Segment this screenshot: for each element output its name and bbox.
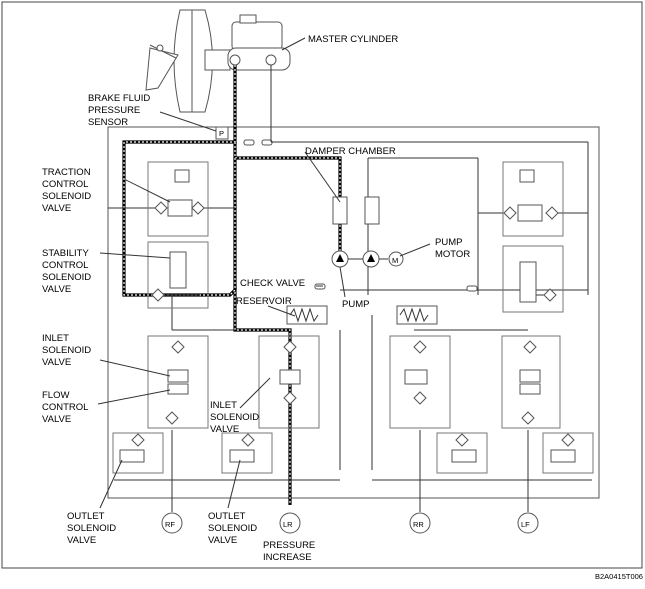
label-outlet-left-3: VALVE	[67, 535, 96, 546]
outlet-module-rr	[436, 432, 488, 474]
outer-frame	[1, 1, 643, 569]
traction-valve-left	[147, 161, 209, 237]
label-pressure-1: PRESSURE	[263, 540, 315, 551]
label-outlet-mid-1: OUTLET	[208, 511, 246, 522]
label-outlet-left-2: SOLENOID	[67, 523, 116, 534]
outlet-module-rf	[112, 432, 164, 474]
inlet-module-rf	[147, 335, 209, 429]
label-traction-3: SOLENOID	[42, 191, 91, 202]
label-brake-fluid-3: SENSOR	[88, 117, 128, 128]
wheel-rf	[161, 512, 183, 534]
stability-valve-right	[502, 245, 564, 313]
wheel-lf-label: LF	[521, 520, 530, 529]
label-brake-fluid-2: PRESSURE	[88, 105, 140, 116]
hcu-housing	[107, 126, 600, 499]
pump-motor-letter: M	[392, 256, 398, 265]
brake-booster	[145, 9, 231, 113]
label-flow-3: VALVE	[42, 414, 71, 425]
pressure-sensor-letter: P	[219, 129, 224, 138]
stability-valve-left	[147, 241, 209, 309]
label-inlet-mid-1: INLET	[210, 400, 237, 411]
label-inlet-left-1: INLET	[42, 333, 69, 344]
label-stability-2: CONTROL	[42, 260, 88, 271]
label-damper-chamber: DAMPER CHAMBER	[305, 146, 396, 157]
circuit-lines	[108, 65, 592, 512]
label-stability-3: SOLENOID	[42, 272, 91, 283]
wheel-lf	[517, 512, 539, 534]
pressure-sensor-box	[215, 126, 229, 140]
inlet-module-rr	[389, 335, 451, 429]
label-flow-1: FLOW	[42, 390, 69, 401]
label-reservoir: RESERVOIR	[236, 296, 292, 307]
sensor-port-1	[243, 139, 255, 146]
outlet-module-lf	[542, 432, 594, 474]
label-stability-4: VALVE	[42, 284, 71, 295]
label-inlet-mid-2: SOLENOID	[210, 412, 259, 423]
label-pressure-2: INCREASE	[263, 552, 312, 563]
label-pump-motor-1: PUMP	[435, 237, 462, 248]
label-traction-1: TRACTION	[42, 167, 91, 178]
hydraulic-lines	[122, 65, 342, 505]
wheel-rr-label: RR	[413, 520, 424, 529]
figure-code: B2A0415T006	[595, 572, 643, 581]
check-valve-right	[466, 285, 478, 292]
label-check-valve: CHECK VALVE	[240, 278, 305, 289]
wheel-lr-label: LR	[283, 520, 293, 529]
label-brake-fluid-1: BRAKE FLUID	[88, 93, 150, 104]
label-master-cylinder: MASTER CYLINDER	[308, 34, 398, 45]
outlet-module-lr	[221, 432, 273, 474]
label-inlet-left-2: SOLENOID	[42, 345, 91, 356]
leader-lines	[97, 151, 431, 509]
label-pump-motor-2: MOTOR	[435, 249, 470, 260]
wheel-rr	[409, 512, 431, 534]
wheel-lr	[279, 512, 301, 534]
inlet-module-lf	[501, 335, 561, 429]
label-outlet-left-1: OUTLET	[67, 511, 105, 522]
label-inlet-mid-3: VALVE	[210, 424, 239, 435]
damper-chamber-right	[364, 196, 380, 225]
label-outlet-mid-2: SOLENOID	[208, 523, 257, 534]
wheel-rf-label: RF	[165, 520, 175, 529]
label-stability-1: STABILITY	[42, 248, 89, 259]
label-pump: PUMP	[342, 299, 369, 310]
inlet-module-lr	[258, 335, 320, 429]
damper-chamber-left	[332, 196, 348, 225]
traction-valve-right	[502, 161, 564, 237]
label-traction-2: CONTROL	[42, 179, 88, 190]
master-cylinder	[227, 14, 306, 71]
label-outlet-mid-3: VALVE	[208, 535, 237, 546]
label-traction-4: VALVE	[42, 203, 71, 214]
label-flow-2: CONTROL	[42, 402, 88, 413]
label-inlet-left-3: VALVE	[42, 357, 71, 368]
reservoir-right	[396, 305, 438, 325]
